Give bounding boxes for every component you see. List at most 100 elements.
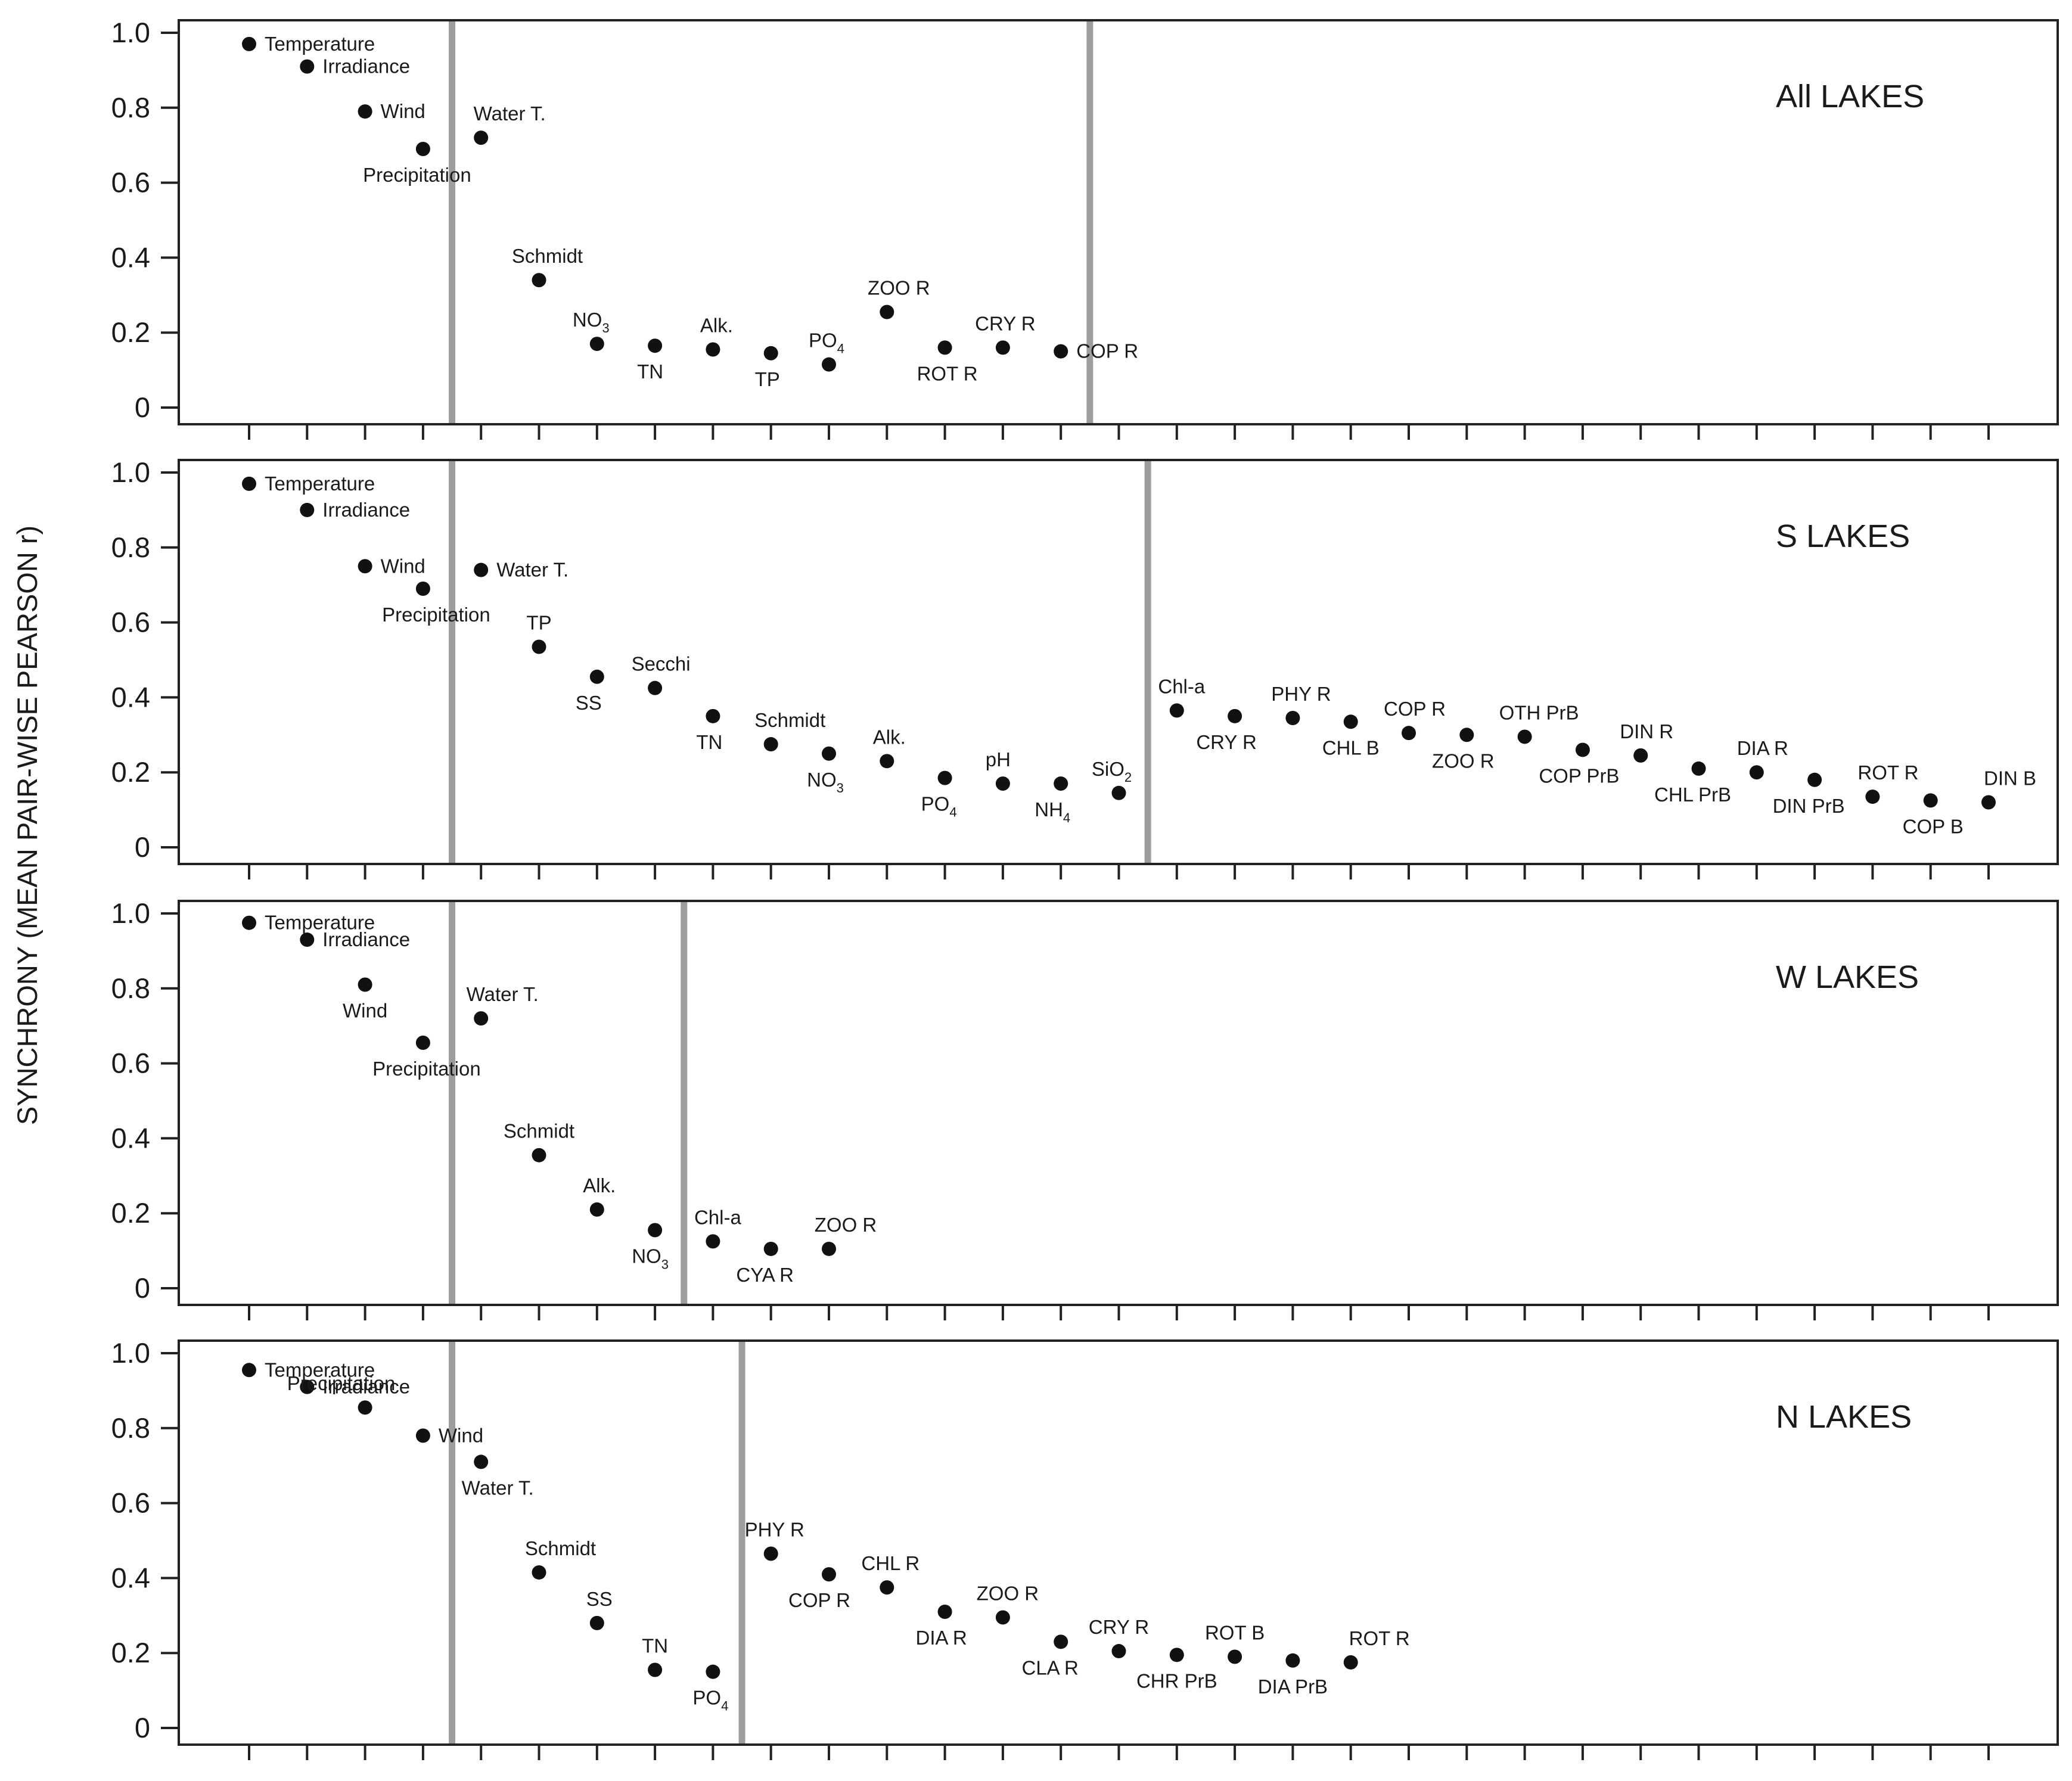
y-tick-label: 0.4 [111, 1562, 150, 1593]
point-label: TN [637, 360, 663, 383]
point-label: Wind [343, 1000, 387, 1022]
y-tick-label: 1.0 [111, 1337, 150, 1369]
point-label: TN [642, 1635, 668, 1657]
point-label: ROT R [917, 362, 978, 384]
data-point [822, 357, 836, 372]
y-tick-label: 0.8 [111, 92, 150, 123]
point-label: COP R [788, 1589, 850, 1611]
point-label: PO4 [809, 330, 844, 356]
data-point [589, 1615, 604, 1630]
data-point [1285, 710, 1300, 725]
data-point [763, 346, 778, 360]
point-label: COP R [1076, 340, 1138, 362]
data-point [995, 1610, 1010, 1625]
point-label: CLA R [1022, 1656, 1079, 1679]
data-point [532, 273, 546, 288]
point-label: Schmidt [504, 1120, 574, 1142]
point-label: Schmidt [525, 1537, 596, 1559]
data-point [822, 1567, 836, 1582]
y-tick-label: 0.2 [111, 756, 150, 788]
point-label: COP B [1903, 815, 1964, 837]
data-point [995, 776, 1010, 791]
panel-title: W LAKES [1776, 959, 1919, 995]
point-label: Temperature [265, 33, 375, 55]
point-label: Schmidt [512, 245, 583, 267]
point-label: CHL PrB [1654, 784, 1731, 806]
y-tick-label: 0 [135, 1712, 150, 1743]
point-label: DIN B [1984, 767, 2036, 790]
data-point [358, 1400, 372, 1415]
data-point [1691, 761, 1706, 776]
data-point [415, 141, 430, 156]
y-axis-label: SYNCHRONY (MEAN PAIR-WISE PEARSON r) [11, 526, 43, 1125]
y-tick-label: 0 [135, 1272, 150, 1304]
point-label: COP PrB [1539, 764, 1619, 787]
data-point [822, 1241, 836, 1256]
point-label: DIA R [1737, 737, 1788, 759]
point-label: CRY R [975, 312, 1035, 334]
data-point [1517, 729, 1532, 744]
point-label: Irradiance [322, 499, 410, 521]
point-label: ZOO R [977, 1582, 1039, 1604]
point-label: Wind [381, 100, 425, 122]
data-point [242, 1363, 256, 1378]
data-point [358, 559, 372, 574]
point-label: Precipitation [287, 1372, 396, 1394]
panel-2: 00.20.40.60.81.0W LAKESTemperatureIrradi… [111, 897, 2059, 1320]
data-point [358, 104, 372, 119]
y-tick-label: 0.6 [111, 1487, 150, 1519]
data-point [1865, 790, 1880, 804]
data-point [415, 1036, 430, 1050]
data-point [300, 502, 315, 517]
data-point [648, 338, 663, 353]
data-point [1459, 728, 1474, 742]
data-point [1807, 772, 1822, 787]
data-point [300, 1379, 315, 1394]
point-label: OTH PrB [1499, 701, 1579, 723]
point-label: PO4 [921, 793, 957, 820]
point-label: CHR PrB [1136, 1670, 1217, 1692]
data-point [1111, 1644, 1126, 1659]
point-label: ZOO R [868, 277, 930, 299]
data-point [1228, 708, 1242, 723]
data-point [648, 1662, 663, 1677]
point-label: SS [576, 692, 602, 714]
data-point [415, 581, 430, 596]
point-label: Irradiance [322, 928, 410, 950]
panel-title: S LAKES [1776, 518, 1910, 554]
point-label: Water T. [462, 1477, 534, 1499]
y-tick-label: 0.6 [111, 167, 150, 198]
point-label: PHY R [745, 1519, 804, 1541]
y-tick-label: 0 [135, 831, 150, 863]
data-point [1169, 1648, 1184, 1662]
y-tick-label: 0.2 [111, 1197, 150, 1229]
point-label: DIA PrB [1258, 1676, 1328, 1698]
point-label: PHY R [1271, 683, 1331, 705]
data-point [880, 1580, 894, 1595]
point-label: Temperature [265, 1359, 375, 1381]
y-tick-label: 0.8 [111, 531, 150, 563]
point-label: NO3 [807, 769, 844, 795]
point-label: pH [986, 748, 1011, 770]
data-point [937, 340, 952, 355]
y-tick-label: 0.4 [111, 1122, 150, 1154]
point-label: CYA R [736, 1264, 794, 1286]
point-label: Irradiance [322, 55, 410, 77]
data-point [589, 669, 604, 684]
point-label: ZOO R [815, 1214, 877, 1236]
point-label: Wind [439, 1424, 483, 1446]
point-label: SiO2 [1092, 758, 1132, 785]
point-label: CRY R [1196, 731, 1256, 753]
y-tick-label: 0.6 [111, 1048, 150, 1079]
data-point [1054, 1634, 1068, 1649]
point-label: COP R [1384, 698, 1446, 720]
point-label: TP [755, 368, 780, 390]
data-point [300, 933, 315, 947]
data-point [706, 708, 720, 723]
data-point [474, 130, 489, 145]
point-label: NH4 [1035, 798, 1070, 825]
data-point [763, 1546, 778, 1561]
y-tick-label: 0 [135, 391, 150, 423]
